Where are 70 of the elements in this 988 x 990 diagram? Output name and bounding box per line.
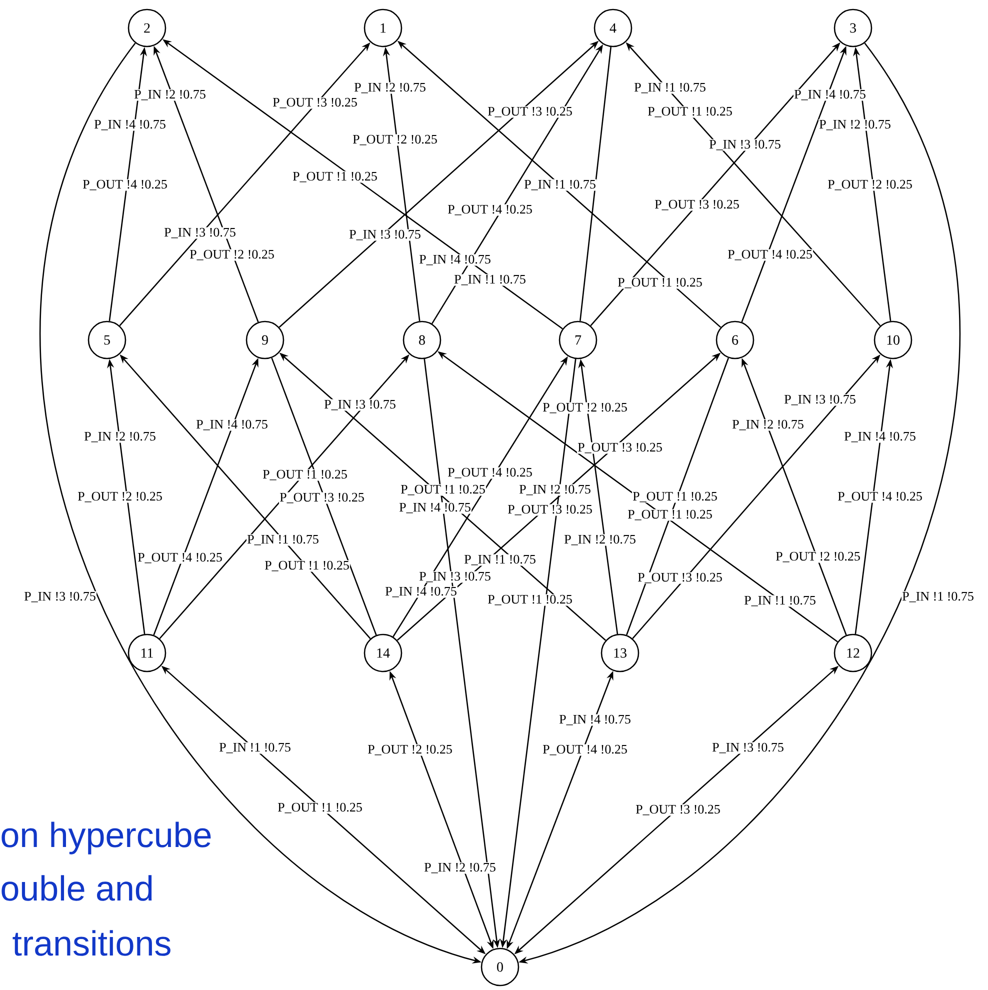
caption-text: transitions xyxy=(12,930,170,956)
edge-label: P_IN !4 !0.75 xyxy=(195,419,269,431)
transition-label: P_IN !4 !0.75 xyxy=(398,502,472,514)
transition-label: P_IN !2 !0.75 xyxy=(518,484,592,496)
edge-label: P_IN !2 !0.75 xyxy=(133,89,207,101)
edge-label: P_IN !3 !0.75 xyxy=(323,399,397,411)
transition-label: P_OUT !1 !0.25 xyxy=(626,509,714,521)
transition-label: P_OUT !1 !0.25 xyxy=(262,469,348,481)
transition-label: P_OUT !2 !0.25 xyxy=(826,179,914,191)
edge-label: P_IN !4 !0.75 xyxy=(384,586,458,598)
transition-label: P_OUT !3 !0.25 xyxy=(576,442,664,454)
transition-label: P_OUT !4 !0.25 xyxy=(82,179,168,191)
transition-label: P_OUT !4 !0.25 xyxy=(836,491,924,503)
caption-text: ouble and xyxy=(2,875,152,901)
transition-label: P_OUT !2 !0.25 xyxy=(76,491,164,503)
transition-label: P_OUT !4 !0.25 xyxy=(446,467,534,479)
edge-label: P_IN !2 !0.75 xyxy=(563,534,637,546)
line xyxy=(271,358,377,636)
caption-text: on hypercube xyxy=(2,822,211,854)
edge-label: P_IN !1 !0.75 xyxy=(633,82,707,94)
transition-label: P_OUT !4 !0.25 xyxy=(136,552,224,564)
edge-label: P_IN !4 !0.75 xyxy=(793,89,867,101)
edge-label: P_IN !1 !0.75 xyxy=(463,554,537,566)
transition-label: P_OUT !1 !0.25 xyxy=(616,277,704,289)
transition-label: P_OUT !4 !0.25 xyxy=(542,744,628,756)
transition-label: P_OUT !3 !0.25 xyxy=(486,106,574,118)
edge-label: P_IN !4 !0.75 xyxy=(93,119,167,131)
transition-label: P_OUT !1 !0.25 xyxy=(632,491,718,503)
edge-label: P_IN !4 !0.75 xyxy=(418,254,492,266)
transition-label: P_OUT !1 !0.25 xyxy=(646,106,734,118)
transition-label: P_OUT !3 !0.25 xyxy=(278,492,366,504)
transition-label: P_OUT !1 !0.25 xyxy=(486,594,574,606)
edge-label: P_IN !3 !0.75 xyxy=(783,394,857,406)
edge-label: P_IN !3 !0.75 xyxy=(708,139,782,151)
edge-label: P_IN !1 !0.75 xyxy=(523,179,597,191)
edge-label: P_IN !2 !0.75 xyxy=(353,82,427,94)
transition-label: P_OUT !2 !0.25 xyxy=(542,402,628,414)
transition-label: P_OUT !1 !0.25 xyxy=(292,171,378,183)
transition-label: P_OUT !1 !0.25 xyxy=(276,802,364,814)
edge-label: P_IN !3 !0.75 xyxy=(23,591,97,603)
edge-label: P_IN !2 !0.75 xyxy=(423,862,497,874)
transition-label: P_OUT !2 !0.25 xyxy=(352,134,438,146)
edge-label: P_IN !1 !0.75 xyxy=(246,534,320,546)
transition-label: P_OUT !3 !0.25 xyxy=(634,804,722,816)
edge-label: P_IN !1 !0.75 xyxy=(218,742,292,754)
edge-label: P_IN !1 !0.75 xyxy=(901,591,975,603)
transition-label: P_OUT !2 !0.25 xyxy=(188,249,276,261)
edge-label: P_IN !3 !0.75 xyxy=(418,571,492,583)
transition-label: P_OUT !3 !0.25 xyxy=(272,97,358,109)
transition-label: P_OUT !4 !0.25 xyxy=(726,249,814,261)
edge-label: P_IN !4 !0.75 xyxy=(558,714,632,726)
transition-label: P_OUT !4 !0.25 xyxy=(446,204,534,216)
line xyxy=(626,358,730,636)
transition-label: P_OUT !3 !0.25 xyxy=(636,572,724,584)
transition-label: P_OUT !3 !0.25 xyxy=(506,504,594,516)
transition-label: P_OUT !2 !0.25 xyxy=(366,744,454,756)
edge-label: P_IN !4 !0.75 xyxy=(843,431,917,443)
edge-label: P_IN !2 !0.75 xyxy=(83,431,157,443)
edge-label: P_IN !1 !0.75 xyxy=(453,274,527,286)
line xyxy=(580,46,612,322)
transition-label: P_OUT !2 !0.25 xyxy=(774,551,862,563)
edge-label: P_IN !3 !0.75 xyxy=(163,227,237,239)
edge-label: P_IN !2 !0.75 xyxy=(818,119,892,131)
edge-label: P_IN !1 !0.75 xyxy=(743,595,817,607)
transition-label: P_OUT !1 !0.25 xyxy=(264,560,350,572)
edge-label: P_IN !3 !0.75 xyxy=(348,229,422,241)
edge-label: P_IN !3 !0.75 xyxy=(711,742,785,754)
edge-label: P_IN !2 !0.75 xyxy=(731,419,805,431)
transition-label: P_OUT !3 !0.25 xyxy=(654,199,740,211)
transition-label: P_OUT !1 !0.25 xyxy=(400,484,486,496)
